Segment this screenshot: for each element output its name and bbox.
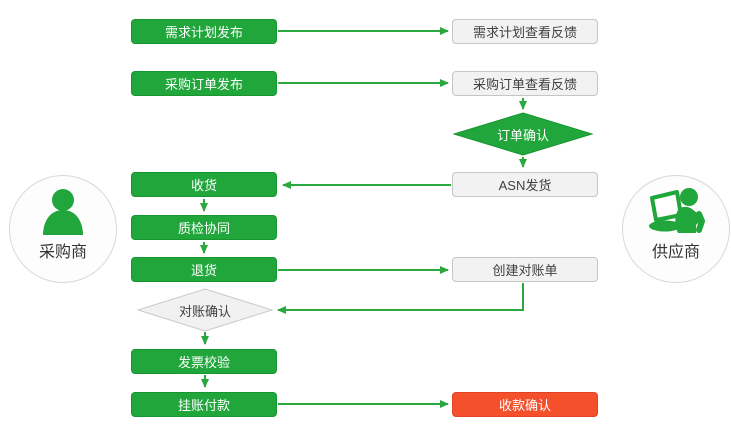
node-return-goods: 退货	[131, 257, 277, 282]
order-confirm-diamond	[452, 112, 594, 156]
node-quality-inspection: 质检协同	[131, 215, 277, 240]
supplier-actor: 供应商	[622, 175, 730, 283]
supplier-label: 供应商	[651, 244, 700, 261]
node-invoice-check: 发票校验	[131, 349, 277, 374]
buyer-actor: 采购商	[9, 175, 117, 283]
node-asn-shipment: ASN发货	[452, 172, 598, 197]
node-payment-confirm: 收款确认	[452, 392, 598, 417]
person-icon	[39, 187, 87, 235]
node-account-payment: 挂账付款	[131, 392, 277, 417]
connector-statement-to-reconcile	[277, 283, 524, 314]
node-create-statement: 创建对账单	[452, 257, 598, 282]
person-laptop-icon	[647, 187, 705, 235]
node-demand-plan-publish: 需求计划发布	[131, 19, 277, 44]
node-receive-goods: 收货	[131, 172, 277, 197]
buyer-label: 采购商	[38, 244, 87, 261]
node-demand-plan-feedback: 需求计划查看反馈	[452, 19, 598, 44]
reconcile-confirm-diamond	[136, 288, 274, 332]
node-purchase-order-feedback: 采购订单查看反馈	[452, 71, 598, 96]
node-purchase-order-publish: 采购订单发布	[131, 71, 277, 96]
